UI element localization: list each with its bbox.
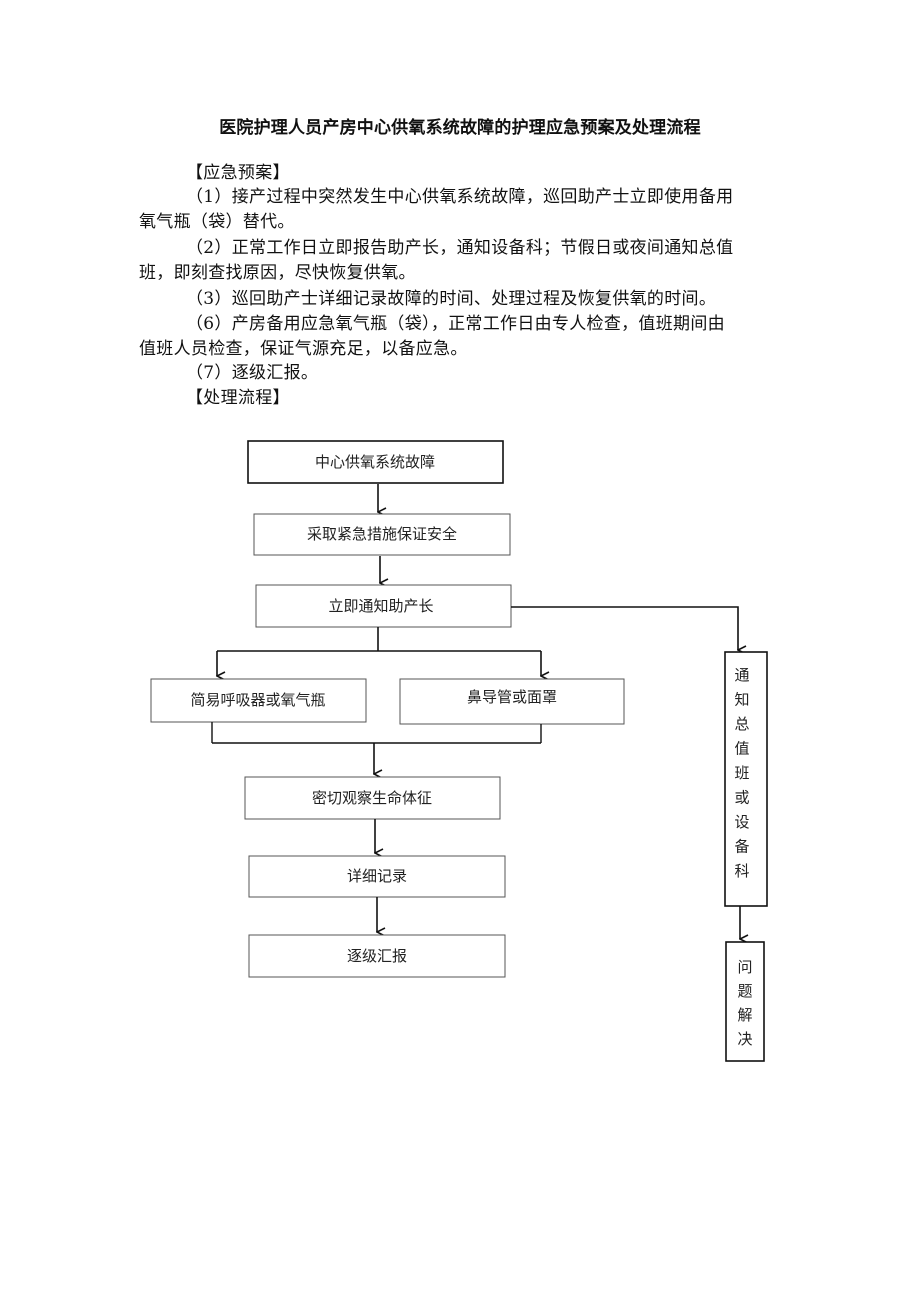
paragraph-6-line-1: （6）产房备用应急氧气瓶（袋），正常工作日由专人检查，值班期间由 — [186, 314, 725, 334]
flow-node-nasal-cannula-or-mask-label: 鼻导管或面罩 — [467, 688, 557, 706]
side-notify-char: 值 — [734, 740, 749, 758]
side-notify-char: 科 — [734, 862, 749, 880]
side-solved-char: 问 — [737, 958, 752, 976]
flow-node-emergency-measures-label: 采取紧急措施保证安全 — [307, 525, 457, 543]
side-notify-char: 总 — [734, 715, 749, 733]
flow-node-report-upward-label: 逐级汇报 — [347, 947, 407, 965]
flow-node-resuscitator-or-cylinder: 简易呼吸器或氧气瓶 — [150, 678, 367, 723]
flow-connector-to-side — [511, 606, 738, 650]
flow-node-observe-vital-signs: 密切观察生命体征 — [244, 776, 501, 820]
side-notify-char: 或 — [734, 789, 749, 807]
paragraph-3: （3）巡回助产士详细记录故障的时间、处理过程及恢复供氧的时间。 — [186, 289, 717, 309]
paragraph-2-line-2: 班，即刻查找原因，尽快恢复供氧。 — [139, 263, 416, 283]
paragraph-1-line-2: 氧气瓶（袋）替代。 — [139, 212, 295, 232]
paragraph-7: （7）逐级汇报。 — [186, 363, 319, 383]
flow-node-detailed-record: 详细记录 — [248, 855, 506, 898]
flow-node-oxygen-failure: 中心供氧系统故障 — [247, 440, 504, 484]
paragraph-6-line-2: 值班人员检查，保证气源充足，以备应急。 — [139, 339, 468, 359]
flow-node-observe-vital-signs-label: 密切观察生命体征 — [312, 789, 432, 807]
flow-node-nasal-cannula-or-mask: 鼻导管或面罩 — [399, 678, 625, 725]
side-notify-char: 班 — [734, 764, 749, 782]
flow-node-notify-head-midwife: 立即通知助产长 — [255, 584, 512, 628]
section-flow-heading: 【处理流程】 — [186, 388, 290, 408]
flow-node-report-upward: 逐级汇报 — [248, 934, 506, 978]
side-notify-char: 通 — [734, 666, 749, 684]
paragraph-2-line-1: （2）正常工作日立即报告助产长，通知设备科；节假日或夜间通知总值 — [186, 238, 734, 258]
flow-node-detailed-record-label: 详细记录 — [347, 867, 407, 885]
paragraph-1-line-1: （1）接产过程中突然发生中心供氧系统故障，巡回助产士立即使用备用 — [186, 187, 734, 207]
flow-node-emergency-measures: 采取紧急措施保证安全 — [253, 513, 511, 556]
side-solved-char: 题 — [737, 982, 752, 1000]
side-notify-char: 知 — [734, 691, 749, 709]
flow-node-resuscitator-or-cylinder-label: 简易呼吸器或氧气瓶 — [190, 691, 325, 709]
section-plan-heading: 【应急预案】 — [186, 163, 290, 183]
side-solved-char: 解 — [737, 1006, 752, 1024]
side-notify-char: 设 — [734, 813, 749, 831]
flow-node-notify-head-midwife-label: 立即通知助产长 — [328, 597, 433, 615]
side-solved-char: 决 — [737, 1030, 752, 1048]
side-notify-char: 备 — [734, 838, 749, 856]
document-title: 医院护理人员产房中心供氧系统故障的护理应急预案及处理流程 — [219, 118, 701, 138]
flow-node-oxygen-failure-label: 中心供氧系统故障 — [315, 453, 435, 471]
